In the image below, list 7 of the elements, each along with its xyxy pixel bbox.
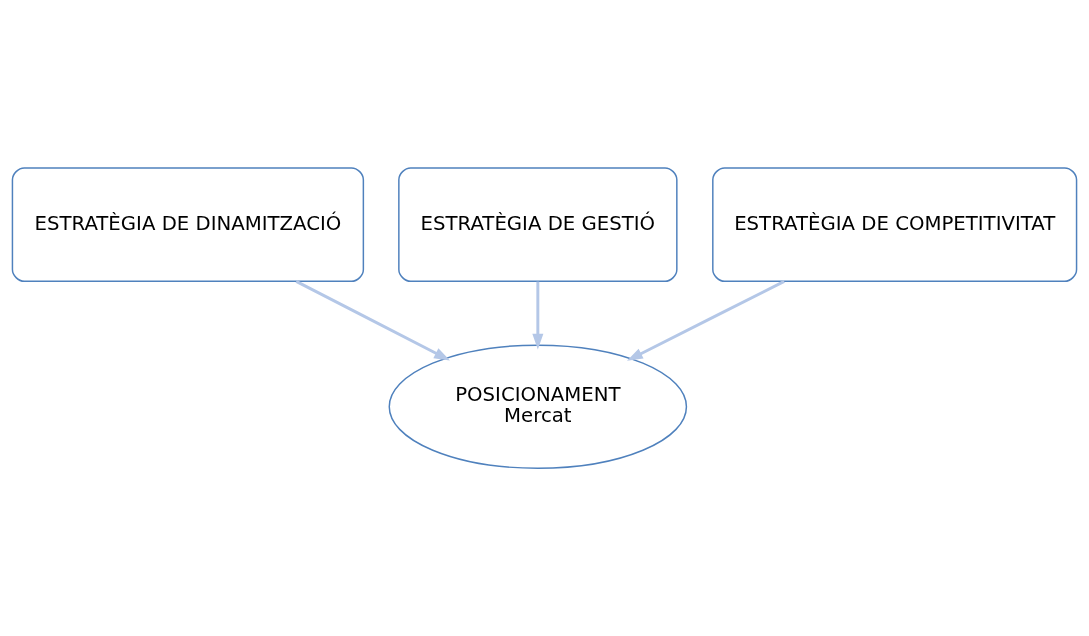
- node-ellipse: POSICIONAMENT Mercat: [388, 344, 688, 469]
- arrow: [295, 280, 450, 361]
- node-box: ESTRATÈGIA DE COMPETITIVITAT: [712, 167, 1078, 283]
- node-box: ESTRATÈGIA DE DINAMITZACIÓ: [11, 167, 365, 283]
- arrow: [626, 280, 785, 361]
- node-box: ESTRATÈGIA DE GESTIÓ: [398, 167, 678, 283]
- arrow: [532, 281, 544, 350]
